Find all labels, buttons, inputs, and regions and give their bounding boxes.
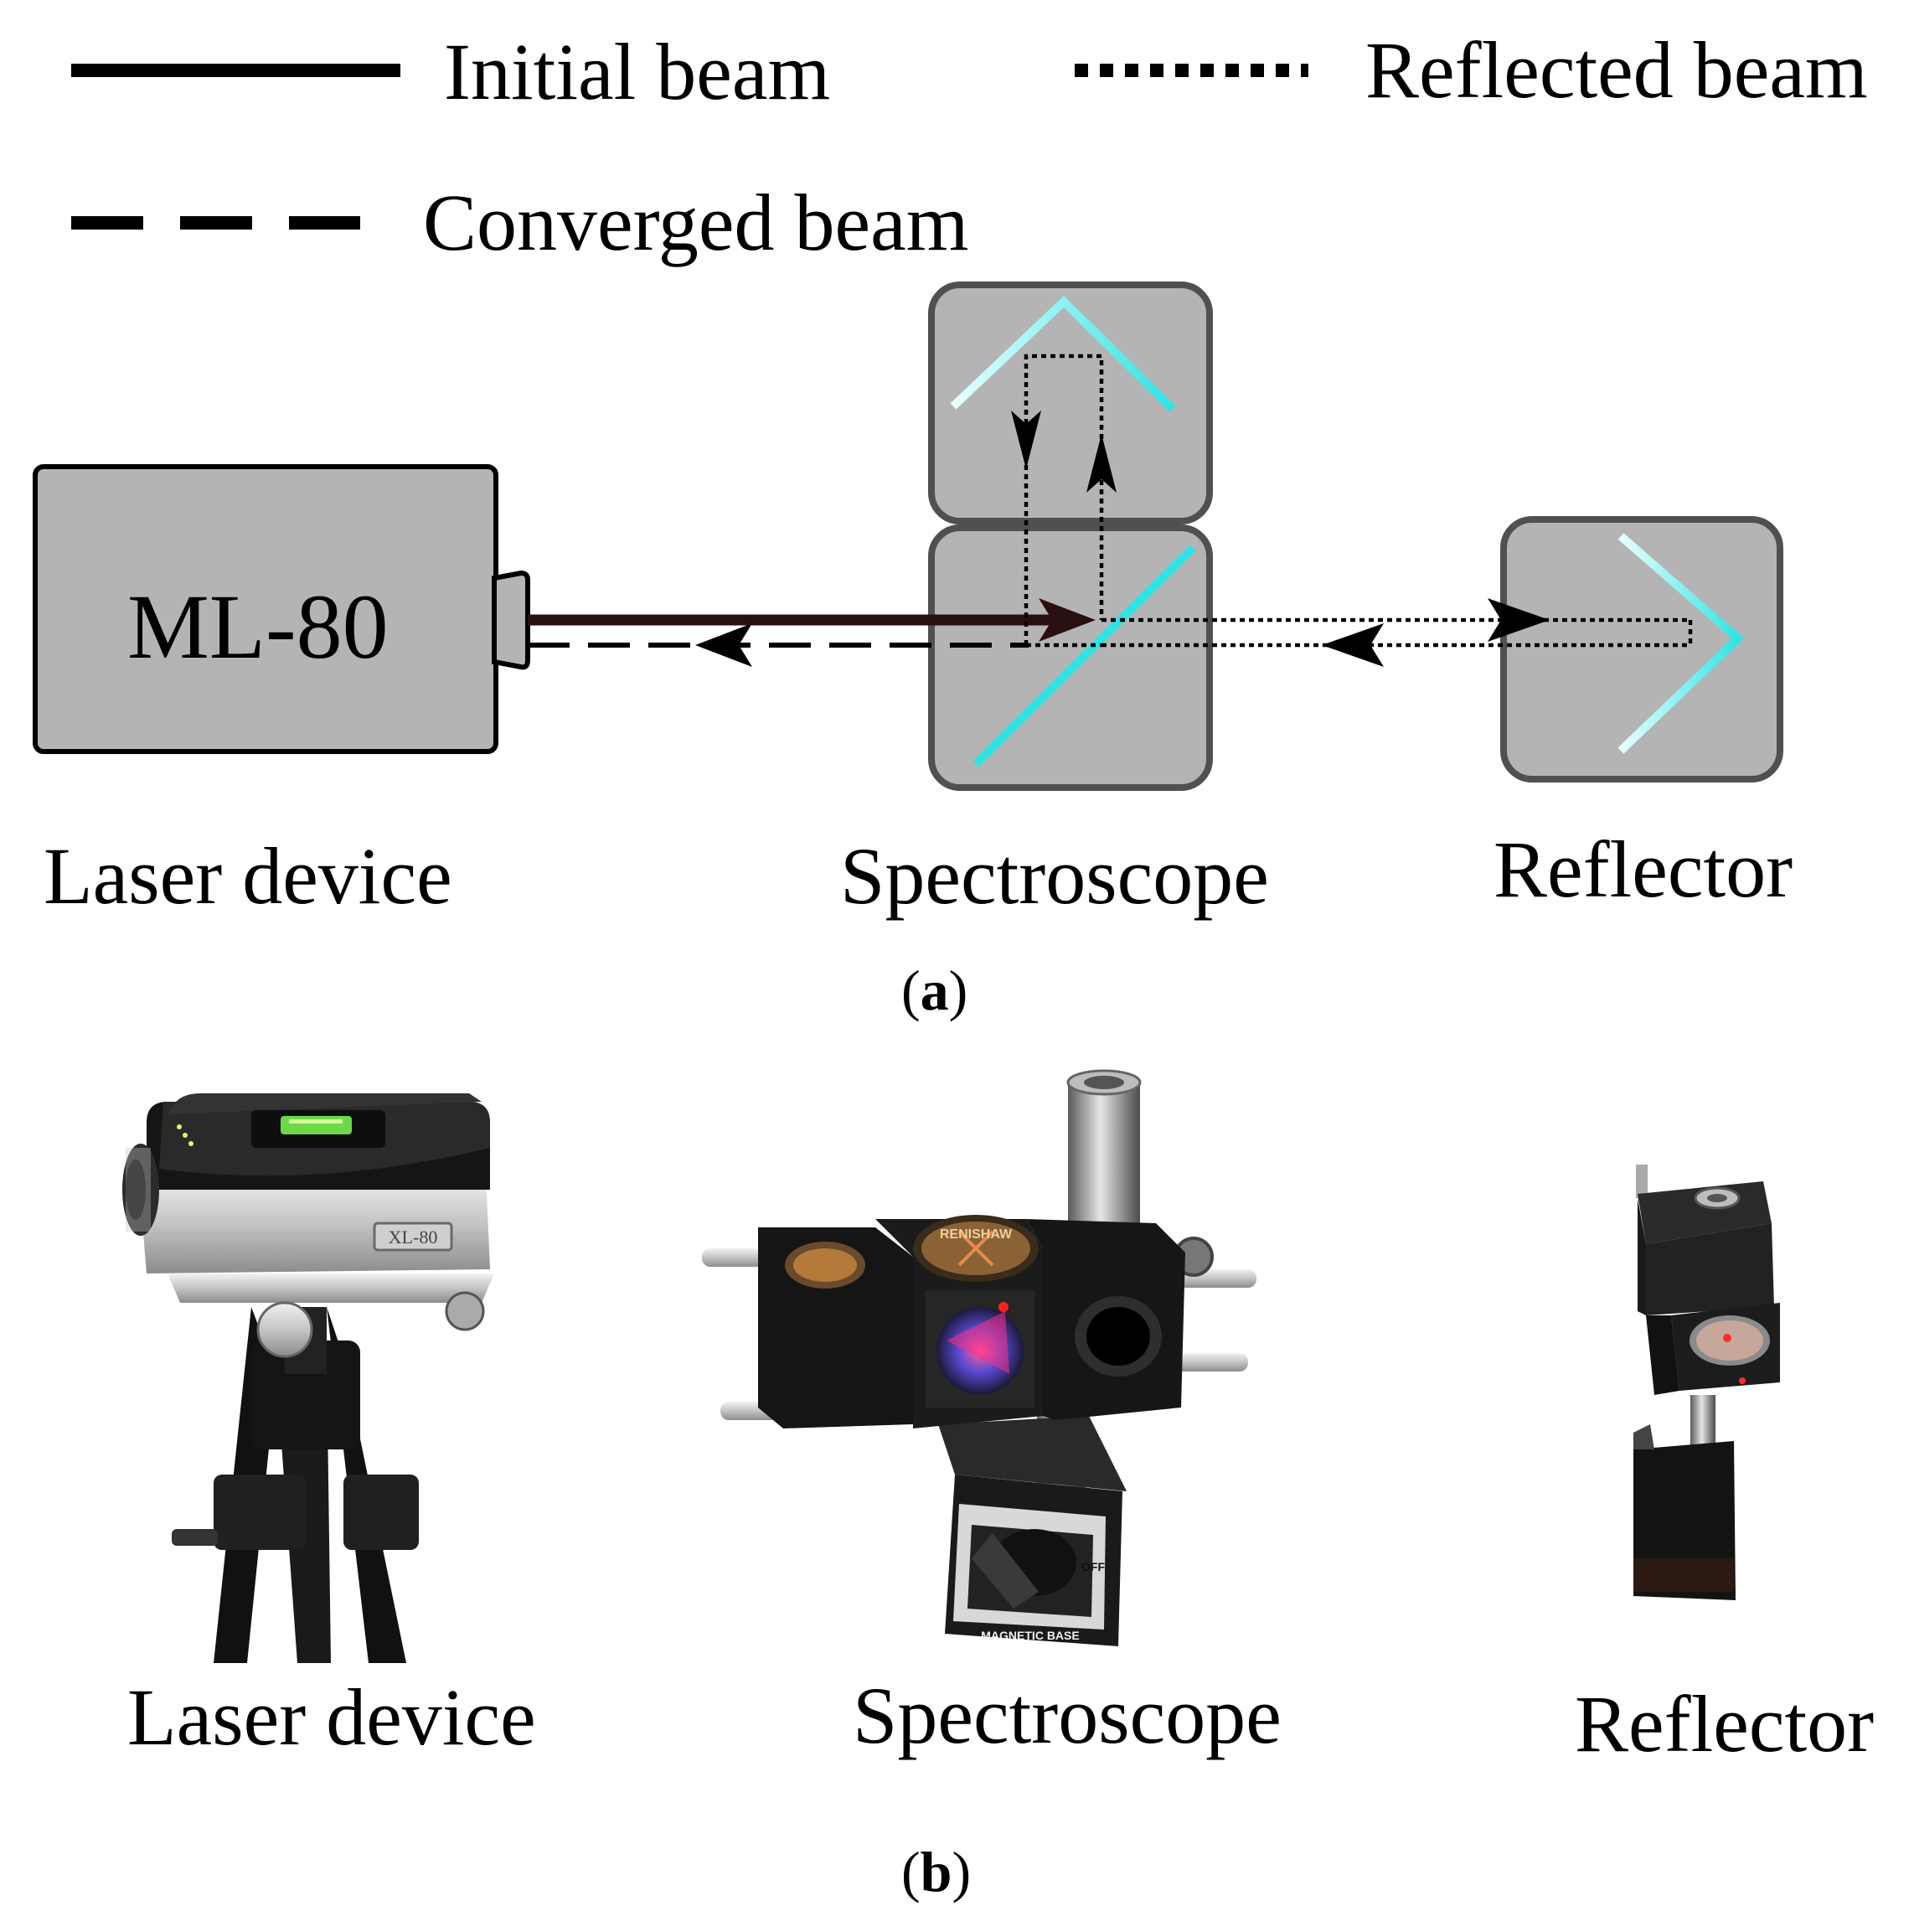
reflected-beam-paths: [1024, 354, 1693, 648]
spectroscope-photo: [702, 1069, 1256, 1646]
photo-label-laser-device: Laser device: [127, 1672, 536, 1762]
beam-splitter-mirror: [972, 545, 1196, 767]
reflected-beam-arrow-left: [1322, 623, 1384, 667]
diagram-label-reflector: Reflector: [1494, 824, 1793, 914]
magnet-switch-text: OFF: [1081, 1560, 1105, 1573]
reflected-beam-arrow-right: [1488, 598, 1550, 642]
laser-device-model: ML-80: [127, 576, 389, 678]
magnet-base-text: MAGNETIC BASE: [981, 1629, 1079, 1642]
spectroscope-brand-text: RENISHAW: [940, 1227, 1013, 1242]
spectroscope-lower-box: [928, 524, 1213, 791]
legend-initial-beam-label: Initial beam: [444, 27, 831, 116]
reflected-beam-arrow-down: [1011, 411, 1041, 469]
laser-device-photo: [122, 1093, 494, 1663]
legend-converged-beam-label: Converged beam: [423, 178, 969, 267]
spectroscope-upper-box: [928, 282, 1213, 524]
diagram-label-laser-device: Laser device: [44, 831, 452, 921]
legend-reflected-beam-label: Reflected beam: [1365, 25, 1868, 115]
upper-retro-mirror: [950, 296, 1176, 412]
diagram-label-spectroscope: Spectroscope: [840, 831, 1269, 921]
laser-aperture: [492, 570, 530, 670]
converged-beam-arrow: [695, 623, 752, 667]
reflector-box: [1500, 516, 1783, 783]
laser-plate-text: XL-80: [389, 1227, 438, 1248]
reflector-photo: [1633, 1165, 1780, 1600]
initial-beam-arrow: [1039, 598, 1096, 642]
photo-label-spectroscope: Spectroscope: [853, 1671, 1282, 1760]
panel-b-label: (b): [901, 1840, 972, 1904]
reflector-retro-mirror: [1617, 533, 1745, 754]
photo-label-reflector: Reflector: [1575, 1679, 1875, 1769]
panel-a-label: (a): [901, 958, 968, 1022]
reflected-beam-arrow-up: [1086, 434, 1117, 493]
